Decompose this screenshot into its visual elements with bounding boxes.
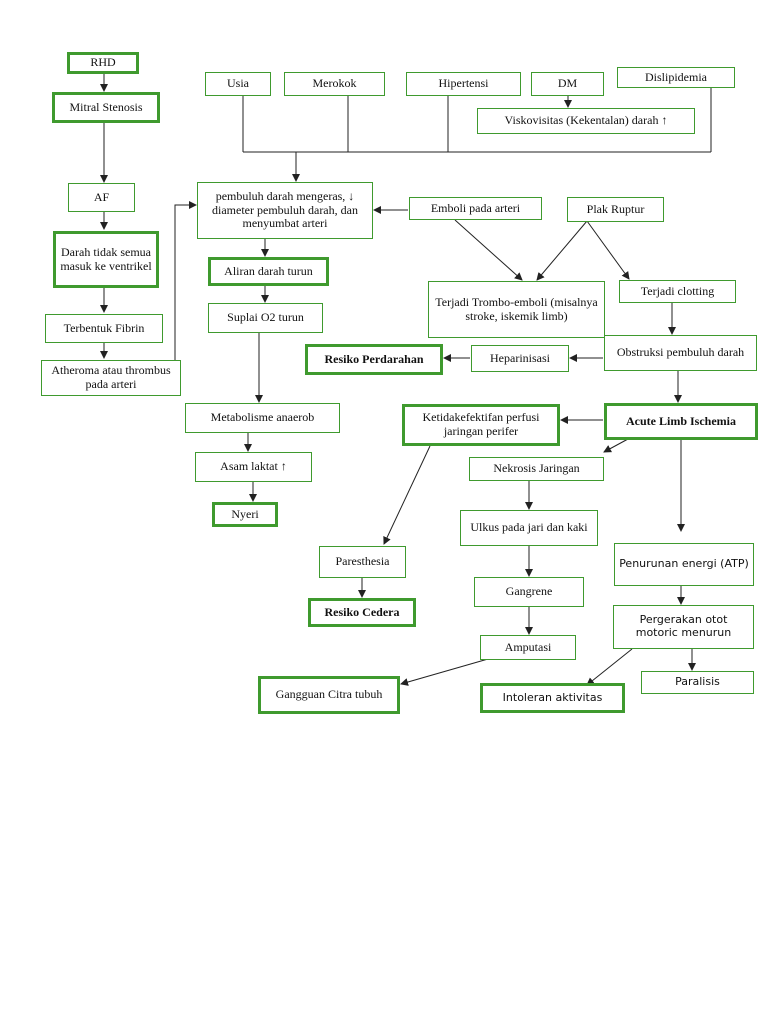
node-ketidakefektifan: Ketidakefektifan perfusi jaringan perife… xyxy=(402,404,560,446)
node-trombo-emboli: Terjadi Trombo-emboli (misalnya stroke, … xyxy=(428,281,605,338)
node-clotting: Terjadi clotting xyxy=(619,280,736,303)
node-af: AF xyxy=(68,183,135,212)
node-suplai-o2: Suplai O2 turun xyxy=(208,303,323,333)
node-pembuluh-darah: pembuluh darah mengeras, ↓ diameter pemb… xyxy=(197,182,373,239)
node-merokok: Merokok xyxy=(284,72,385,96)
node-gangguan-citra: Gangguan Citra tubuh xyxy=(258,676,400,714)
node-terbentuk-fibrin: Terbentuk Fibrin xyxy=(45,314,163,343)
node-resiko-cedera: Resiko Cedera xyxy=(308,598,416,627)
node-paralisis: Paralisis xyxy=(641,671,754,694)
node-paresthesia: Paresthesia xyxy=(319,546,406,578)
node-dm: DM xyxy=(531,72,604,96)
node-plak-ruptur: Plak Ruptur xyxy=(567,197,664,222)
node-nekrosis: Nekrosis Jaringan xyxy=(469,457,604,481)
node-penurunan-energi: Penurunan energi (ATP) xyxy=(614,543,754,586)
node-ulkus: Ulkus pada jari dan kaki xyxy=(460,510,598,546)
node-emboli: Emboli pada arteri xyxy=(409,197,542,220)
node-acute-limb-ischemia: Acute Limb Ischemia xyxy=(604,403,758,440)
node-amputasi: Amputasi xyxy=(480,635,576,660)
node-nyeri: Nyeri xyxy=(212,502,278,527)
node-intoleran-aktivitas: Intoleran aktivitas xyxy=(480,683,625,713)
node-heparinisasi: Heparinisasi xyxy=(471,345,569,372)
node-resiko-perdarahan: Resiko Perdarahan xyxy=(305,344,443,375)
node-dislipidemia: Dislipidemia xyxy=(617,67,735,88)
node-mitral-stenosis: Mitral Stenosis xyxy=(52,92,160,123)
node-hipertensi: Hipertensi xyxy=(406,72,521,96)
node-gangrene: Gangrene xyxy=(474,577,584,607)
node-rhd: RHD xyxy=(67,52,139,74)
node-darah-tidak: Darah tidak semua masuk ke ventrikel xyxy=(53,231,159,288)
node-atheroma: Atheroma atau thrombus pada arteri xyxy=(41,360,181,396)
node-aliran-darah: Aliran darah turun xyxy=(208,257,329,286)
node-obstruksi: Obstruksi pembuluh darah xyxy=(604,335,757,371)
node-pergerakan-otot: Pergerakan otot motoric menurun xyxy=(613,605,754,649)
node-usia: Usia xyxy=(205,72,271,96)
node-metabolisme: Metabolisme anaerob xyxy=(185,403,340,433)
node-asam-laktat: Asam laktat ↑ xyxy=(195,452,312,482)
node-viskositas: Viskovisitas (Kekentalan) darah ↑ xyxy=(477,108,695,134)
